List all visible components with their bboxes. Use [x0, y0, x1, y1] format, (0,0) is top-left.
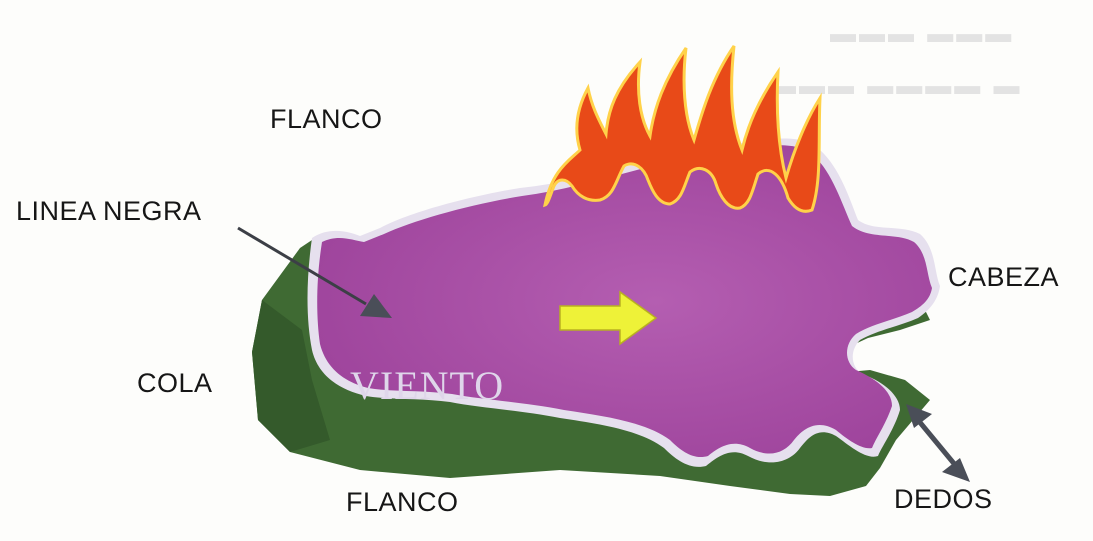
flanco-bottom-label: FLANCO — [346, 487, 459, 518]
viento-label: VIENTO — [350, 362, 504, 409]
flanco-top-label: FLANCO — [270, 104, 383, 135]
cabeza-label: CABEZA — [948, 262, 1059, 293]
double-arrow-icon — [906, 404, 970, 482]
cola-label: COLA — [137, 368, 213, 399]
dedos-label: DEDOS — [894, 484, 993, 515]
linea-negra-label: LINEA NEGRA — [16, 196, 202, 227]
